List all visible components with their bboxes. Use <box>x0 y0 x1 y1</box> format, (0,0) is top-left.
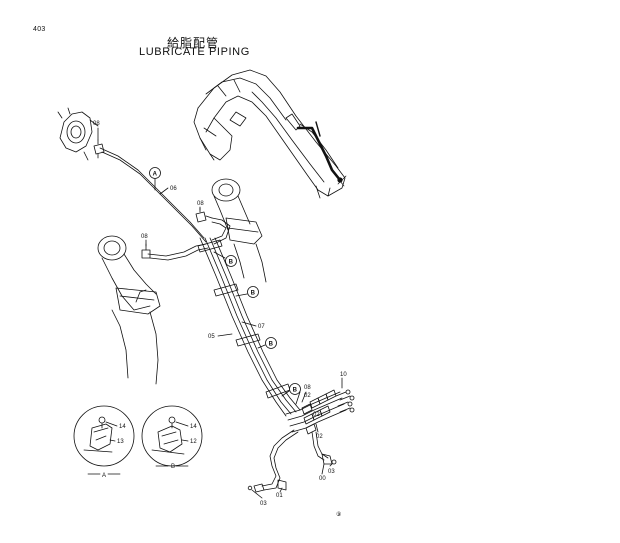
title-japanese: 給脂配管 <box>167 36 220 50</box>
callout-b-3: B <box>257 337 277 349</box>
page-number: 403 <box>33 26 46 33</box>
detail-a-label-14: 14 <box>119 424 126 430</box>
svg-text:⑨: ⑨ <box>336 511 341 518</box>
label-02-c: 02 <box>316 434 323 440</box>
detail-a-title: A <box>102 473 106 479</box>
detail-a-label-13: 13 <box>117 439 124 445</box>
boom-cylinder-center <box>211 178 267 283</box>
part-labels: 08 06 08 08 07 05 08 02 02 02 10 00 03 0… <box>93 121 347 507</box>
label-02-b: 02 <box>313 412 320 418</box>
detail-a: 14 13 A <box>73 405 135 479</box>
detail-b-label-14: 14 <box>190 424 197 430</box>
fitting-08-center <box>195 207 213 223</box>
label-05: 05 <box>208 334 215 340</box>
fitting-08-right <box>295 391 307 405</box>
svg-text:B: B <box>293 387 298 393</box>
boom-foot-bracket <box>57 107 99 161</box>
label-10: 10 <box>340 372 347 378</box>
arm-cylinder-left <box>97 235 161 385</box>
label-03-right: 03 <box>328 469 335 475</box>
detail-b-label-12: 12 <box>190 439 197 445</box>
title-english: LUBRICATE PIPING <box>139 46 250 58</box>
label-08-a: 08 <box>93 121 100 127</box>
label-01: 01 <box>276 493 283 499</box>
svg-text:B: B <box>269 341 274 347</box>
callout-b-4: B <box>281 383 301 397</box>
callout-b-1: B <box>213 251 237 267</box>
hose-bundle <box>99 147 301 417</box>
svg-text:B: B <box>229 259 234 265</box>
footer-mark: ⑨ <box>336 511 341 518</box>
detail-b-title: B <box>171 464 175 470</box>
svg-text:A: A <box>153 171 158 177</box>
callout-a: A <box>149 167 161 191</box>
label-08-b: 08 <box>141 234 148 240</box>
callout-b-2: B <box>235 286 259 298</box>
label-07: 07 <box>258 324 265 330</box>
distribution-block <box>247 389 355 493</box>
fitting-08-upper-left <box>93 139 105 159</box>
label-08-c: 08 <box>197 201 204 207</box>
label-02-a: 02 <box>304 393 311 399</box>
svg-text:B: B <box>251 290 256 296</box>
label-06: 06 <box>170 186 177 192</box>
detail-b: 14 12 B <box>141 405 203 470</box>
label-03-left: 03 <box>260 501 267 507</box>
label-08-d: 08 <box>304 385 311 391</box>
label-00: 00 <box>319 476 326 482</box>
excavator-overview <box>193 69 347 199</box>
